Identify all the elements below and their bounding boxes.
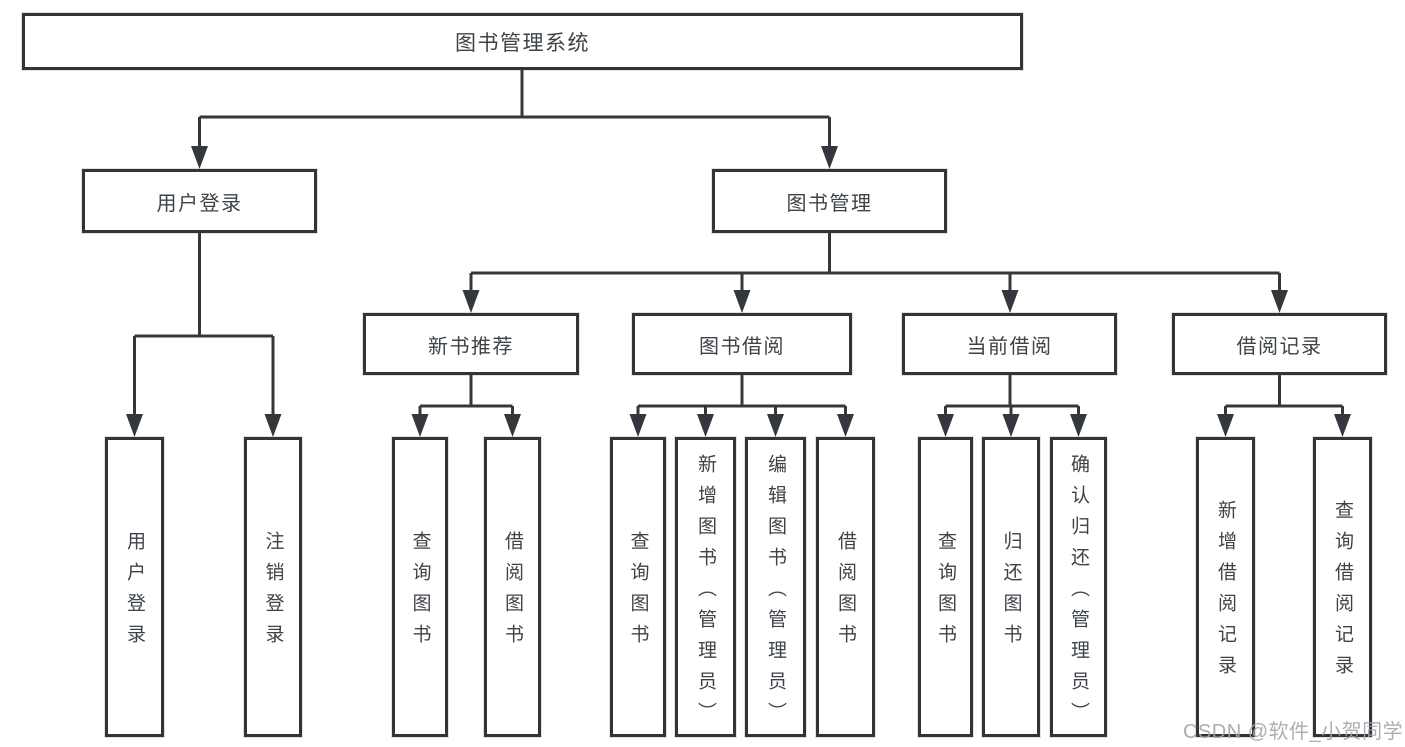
node-new-book-recommendation: 新书推荐 — [363, 313, 579, 375]
leaf-query-borrow-record-label: 查询借阅记录 — [1332, 500, 1353, 686]
arrowheads — [126, 146, 1351, 437]
leaf-logout-label: 注销登录 — [262, 531, 284, 655]
leaf-borrow-books-borrowing-label: 借阅图书 — [835, 531, 856, 655]
watermark: CSDN @软件_小贺同学 — [1183, 721, 1404, 743]
leaf-confirm-return-admin: 确认归还（管理员） — [1050, 437, 1107, 737]
leaf-add-borrow-record: 新增借阅记录 — [1196, 437, 1255, 737]
node-borrowing-records: 借阅记录 — [1172, 313, 1387, 375]
leaf-borrow-books-borrowing: 借阅图书 — [816, 437, 875, 737]
node-book-borrowing-label: 图书借阅 — [699, 335, 785, 358]
node-borrowing-records-label: 借阅记录 — [1236, 335, 1323, 358]
node-root-label: 图书管理系统 — [455, 31, 590, 55]
leaf-user-login-label: 用户登录 — [124, 531, 145, 655]
leaf-borrow-books-recommend: 借阅图书 — [484, 437, 541, 737]
node-new-book-recommendation-label: 新书推荐 — [428, 335, 514, 358]
leaf-user-login: 用户登录 — [105, 437, 164, 737]
node-book-management: 图书管理 — [712, 169, 947, 233]
node-user-login: 用户登录 — [82, 169, 317, 233]
leaf-query-books-recommend-label: 查询图书 — [409, 531, 431, 655]
leaf-logout: 注销登录 — [244, 437, 302, 737]
node-root: 图书管理系统 — [22, 13, 1023, 70]
leaf-query-books-current-label: 查询图书 — [935, 531, 956, 655]
leaf-add-books-admin: 新增图书（管理员） — [675, 437, 736, 737]
leaf-query-books-recommend: 查询图书 — [392, 437, 448, 737]
leaf-return-books: 归还图书 — [982, 437, 1040, 737]
leaf-query-books-current: 查询图书 — [918, 437, 973, 737]
leaf-add-borrow-record-label: 新增借阅记录 — [1215, 500, 1236, 686]
node-current-borrowing: 当前借阅 — [902, 313, 1117, 375]
leaf-query-books-borrowing: 查询图书 — [610, 437, 666, 737]
leaf-edit-books-admin-label: 编辑图书（管理员） — [765, 453, 786, 733]
node-user-login-label: 用户登录 — [156, 192, 243, 215]
leaf-borrow-books-recommend-label: 借阅图书 — [502, 531, 523, 655]
leaf-edit-books-admin: 编辑图书（管理员） — [745, 437, 806, 737]
connector-path — [133, 70, 1344, 418]
leaf-return-books-label: 归还图书 — [1000, 531, 1022, 655]
leaf-query-books-borrowing-label: 查询图书 — [627, 531, 649, 655]
leaf-confirm-return-admin-label: 确认归还（管理员） — [1068, 453, 1089, 733]
node-current-borrowing-label: 当前借阅 — [966, 335, 1053, 358]
leaf-query-borrow-record: 查询借阅记录 — [1313, 437, 1372, 737]
node-book-borrowing: 图书借阅 — [632, 313, 852, 375]
node-book-management-label: 图书管理 — [786, 192, 873, 215]
leaf-add-books-admin-label: 新增图书（管理员） — [695, 453, 716, 733]
